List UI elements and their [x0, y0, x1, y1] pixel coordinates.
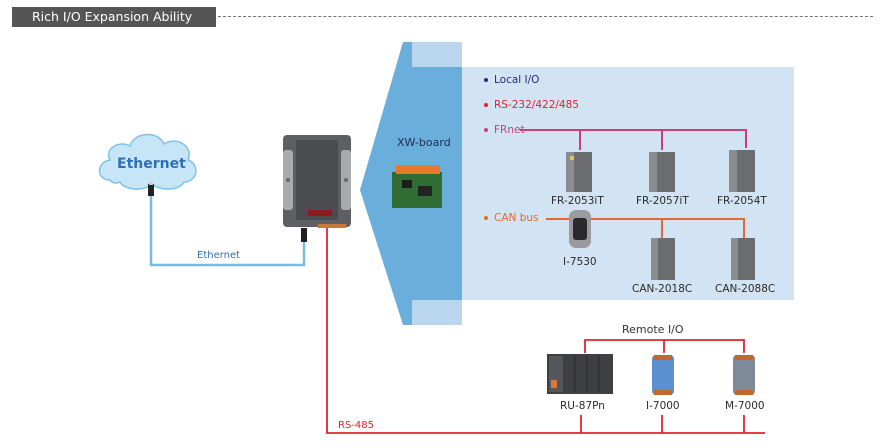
interface-frnet: FRnet [484, 124, 525, 136]
rj45-connector-icon [148, 184, 154, 196]
device-label-can-2018c: CAN-2018C [632, 283, 693, 295]
controller-device-icon [283, 135, 351, 228]
rs485-link-label: RS-485 [338, 420, 374, 431]
ethernet-link [149, 195, 306, 267]
bullet-icon [484, 103, 488, 107]
cloud-label: Ethernet [117, 156, 186, 172]
interface-label: RS-232/422/485 [494, 99, 579, 111]
rs485-link [326, 228, 765, 434]
interface-label: Local I/O [494, 74, 540, 86]
interface-canbus: CAN bus [484, 212, 539, 224]
can-2088c-icon [731, 238, 755, 280]
bullet-icon [484, 216, 488, 220]
device-label-fr-2053it: FR-2053iT [551, 195, 604, 207]
section-title: Rich I/O Expansion Ability [12, 7, 216, 27]
device-label-fr-2054t: FR-2054T [717, 195, 767, 207]
xw-board-label: XW-board [397, 136, 451, 149]
bullet-icon [484, 78, 488, 82]
bullet-icon [484, 128, 488, 132]
ethernet-link-label: Ethernet [197, 250, 241, 261]
device-label-can-2088c: CAN-2088C [715, 283, 776, 295]
interface-label: FRnet [494, 124, 525, 136]
device-label-m-7000: M-7000 [725, 400, 765, 412]
interface-local-io: Local I/O [484, 74, 539, 86]
fr-2053it-icon [566, 152, 592, 192]
device-label-i-7530: I-7530 [563, 256, 597, 268]
remote-io-title: Remote I/O [622, 323, 684, 336]
fr-2054t-icon [729, 150, 755, 192]
title-divider [218, 16, 873, 17]
device-label-ru-87pn: RU-87Pn [560, 400, 605, 412]
i-7000-icon [652, 355, 674, 395]
fr-2057it-icon [649, 152, 675, 192]
interface-label: CAN bus [494, 212, 539, 224]
ethernet-cloud-icon [98, 133, 197, 190]
device-label-fr-2057it: FR-2057iT [636, 195, 689, 207]
controller-rj45-icon [301, 228, 307, 242]
m-7000-icon [733, 355, 755, 395]
frnet-bus [520, 129, 747, 148]
i-7530-icon [569, 210, 591, 248]
xw-board-icon [392, 165, 442, 208]
can-2018c-icon [651, 238, 675, 280]
device-label-i-7000: I-7000 [646, 400, 680, 412]
ru-87pn-icon [547, 354, 613, 394]
rj45-connector-tip [149, 182, 153, 185]
interface-rs232: RS-232/422/485 [484, 99, 579, 111]
can-bus [546, 218, 745, 238]
